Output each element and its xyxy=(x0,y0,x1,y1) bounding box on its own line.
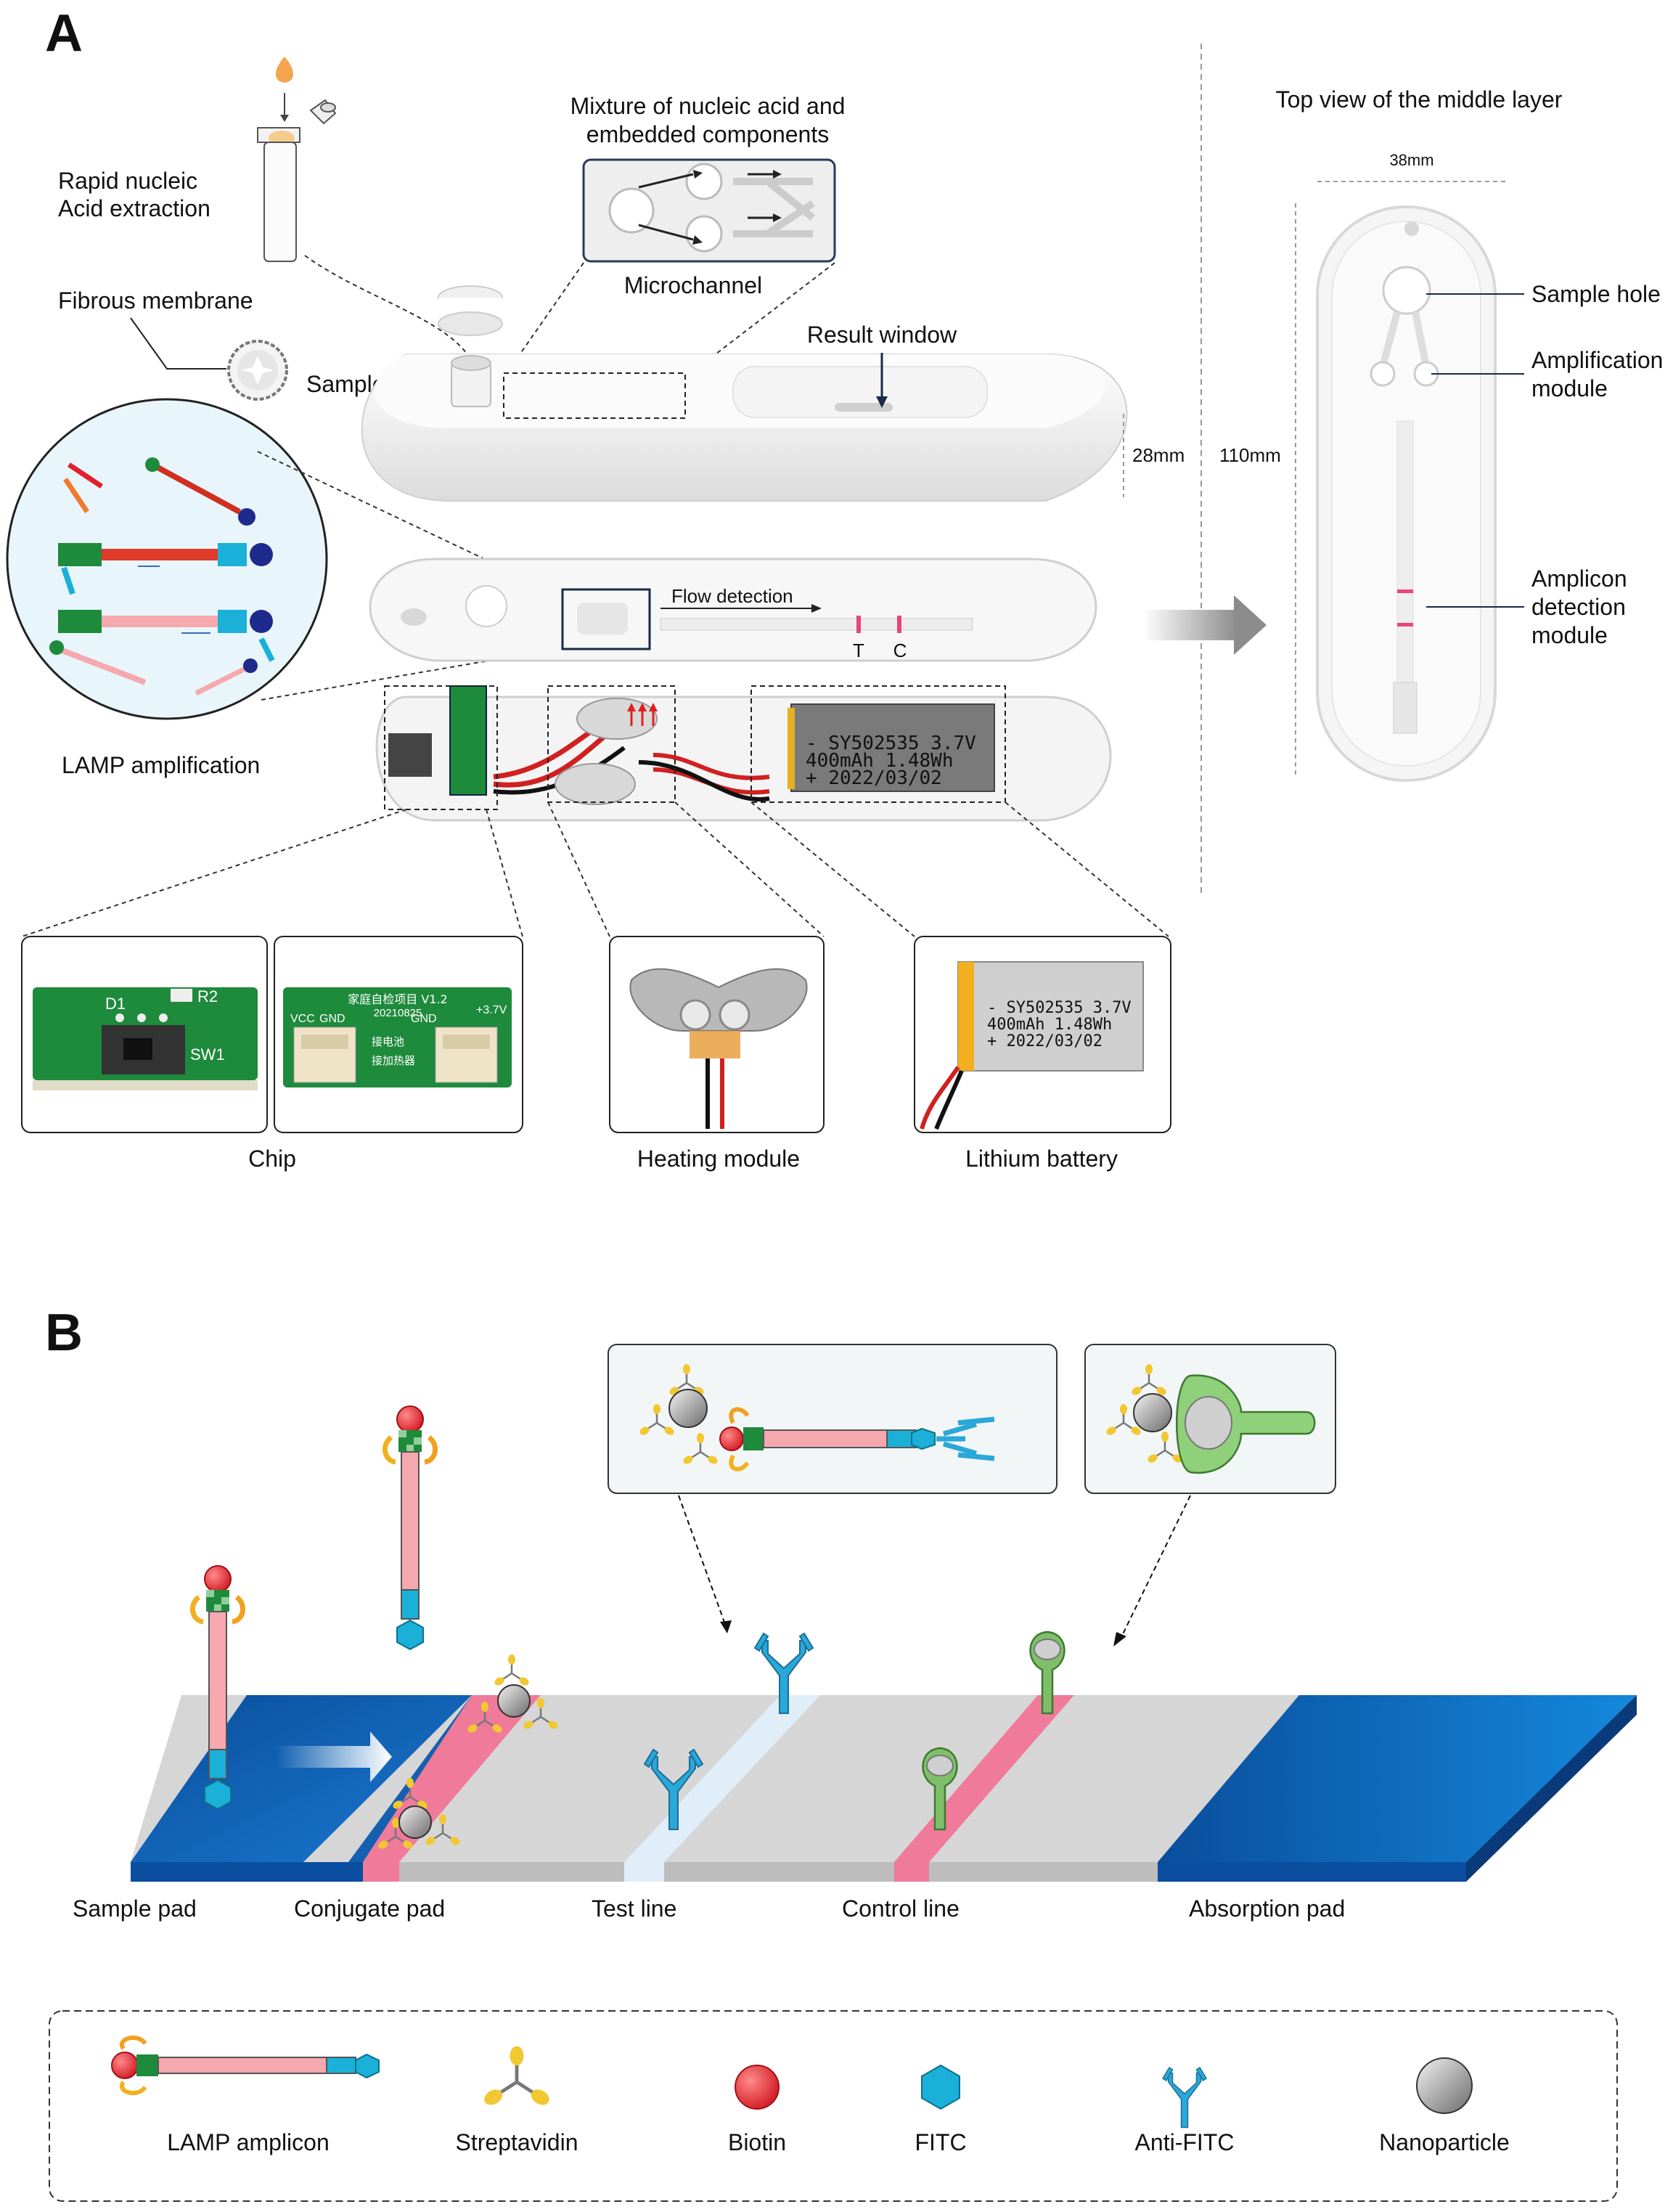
pcb1-d1: D1 xyxy=(105,995,126,1013)
absorption-pad-label: Absorption pad xyxy=(1189,1895,1345,1922)
mixture-label-2: embedded components xyxy=(586,121,829,147)
legend-box xyxy=(49,2010,1618,2202)
control-inset-leader xyxy=(1121,1495,1191,1638)
battery-print-3: + 2022/03/02 xyxy=(806,767,942,789)
legend-fitc: FITC xyxy=(915,2129,966,2155)
chip-inset-2 xyxy=(274,936,523,1133)
legend-nanoparticle-icon xyxy=(1416,2057,1473,2114)
pcb2-voltage: +3.7V xyxy=(476,1004,507,1016)
control-inset-arrowhead xyxy=(1113,1632,1126,1646)
device-top-shell xyxy=(361,354,1128,502)
lamp-circle xyxy=(6,398,328,720)
pcb2-vcc: VCC xyxy=(290,1013,315,1025)
test-line-label: Test line xyxy=(592,1895,676,1922)
top-view-title: Top view of the middle layer xyxy=(1276,86,1563,113)
pcb1-r2: R2 xyxy=(197,987,218,1005)
device-cap xyxy=(438,285,503,336)
absorption-pad xyxy=(1158,1695,1637,1862)
heating-module-label: Heating module xyxy=(637,1146,800,1172)
extraction-leader xyxy=(304,255,473,362)
legend-nanoparticle: Nanoparticle xyxy=(1379,2129,1510,2155)
tv-amplicon-3: module xyxy=(1531,622,1608,648)
device-bottom-layer xyxy=(375,685,1112,822)
flow-detection-label: Flow detection xyxy=(671,585,793,607)
control-line-inset xyxy=(1084,1344,1336,1494)
mixture-label-1: Mixture of nucleic acid and xyxy=(570,93,846,119)
pcb2-title: 家庭自检项目 V1.2 xyxy=(348,992,447,1006)
extraction-tube-icon xyxy=(257,57,337,262)
battery-inset-print-3: + 2022/03/02 xyxy=(987,1032,1103,1050)
flow-arrow xyxy=(276,1731,392,1782)
lamp-amplification-label: LAMP amplification xyxy=(62,752,260,778)
battery-inset-print-2: 400mAh 1.48Wh xyxy=(987,1016,1112,1034)
sample-pad-label: Sample pad xyxy=(73,1895,197,1922)
legend-streptavidin-icon xyxy=(481,2046,552,2108)
extraction-label-2: Acid extraction xyxy=(58,195,210,221)
pcb2-gnd: GND xyxy=(319,1013,345,1025)
control-line-label: Control line xyxy=(842,1895,960,1922)
chip-inset-1 xyxy=(21,936,268,1133)
legend-anti-fitc-icon xyxy=(1162,2067,1207,2129)
legend-fitc-icon xyxy=(921,2064,960,2110)
membrane-leader xyxy=(130,317,226,370)
legend-streptavidin: Streptavidin xyxy=(456,2129,578,2155)
tv-amplicon-1: Amplicon xyxy=(1531,566,1627,592)
lithium-battery-label: Lithium battery xyxy=(965,1146,1118,1172)
fibrous-membrane-icon xyxy=(227,340,288,401)
height-dim-label: 28mm xyxy=(1132,444,1185,466)
result-window-label: Result window xyxy=(807,322,957,348)
heating-inset xyxy=(609,936,825,1133)
pcb2-gnd-2: GND xyxy=(411,1013,437,1025)
tv-amplification-2: module xyxy=(1531,375,1608,401)
pcb1-sw1: SW1 xyxy=(190,1045,225,1064)
extraction-label-1: Rapid nucleic xyxy=(58,168,197,194)
length-dim-label: 110mm xyxy=(1219,444,1281,466)
legend-biotin-icon xyxy=(735,2065,780,2110)
width-dim-label: 38mm xyxy=(1389,151,1433,169)
lateral-flow-strip xyxy=(131,1695,1637,1882)
sample-pad xyxy=(131,1695,472,1862)
microchannel-inset xyxy=(582,158,836,263)
nanoparticles-conjugate xyxy=(376,1653,560,1852)
legend-anti-fitc: Anti-FITC xyxy=(1135,2129,1235,2155)
pcb2-connector-2: 接加热器 xyxy=(372,1054,415,1067)
device-middle-layer xyxy=(369,558,1097,662)
tv-amplicon-2: detection xyxy=(1531,594,1626,620)
top-view-arrow xyxy=(1143,595,1267,655)
pcb2-connector-1: 接电池 xyxy=(372,1035,404,1048)
chip-label: Chip xyxy=(248,1146,296,1172)
battery-inset-print-1: - SY502535 3.7V xyxy=(987,999,1132,1017)
top-view-layer xyxy=(1316,205,1497,782)
pcb2-date: 20210825 xyxy=(374,1007,422,1019)
fibrous-membrane-label: Fibrous membrane xyxy=(58,287,253,314)
legend-lamp-amplicon: LAMP amplicon xyxy=(167,2129,330,2155)
amplicon-conjugate-pad xyxy=(385,1406,435,1649)
test-inset-leader xyxy=(678,1495,727,1627)
tv-sample-hole: Sample hole xyxy=(1531,281,1661,307)
battery-inset xyxy=(914,936,1171,1133)
control-mark-label: C xyxy=(893,640,907,661)
tv-amplification-1: Amplification xyxy=(1531,347,1663,373)
legend-biotin: Biotin xyxy=(728,2129,786,2155)
test-line-inset xyxy=(608,1344,1058,1494)
battery-print-2: 400mAh 1.48Wh xyxy=(806,750,954,772)
conjugate-pad-label: Conjugate pad xyxy=(294,1895,445,1922)
microchannel-label: Microchannel xyxy=(624,272,762,298)
inset-leaders xyxy=(21,801,1169,937)
test-mark-label: T xyxy=(853,640,864,661)
battery-print-1: - SY502535 3.7V xyxy=(806,732,976,754)
test-inset-arrowhead xyxy=(720,1620,732,1633)
legend-amplicon-icon xyxy=(111,2036,380,2095)
panel-a-letter: A xyxy=(45,4,83,62)
result-window-arrowhead xyxy=(876,396,888,408)
panel-b-letter: B xyxy=(45,1304,83,1362)
